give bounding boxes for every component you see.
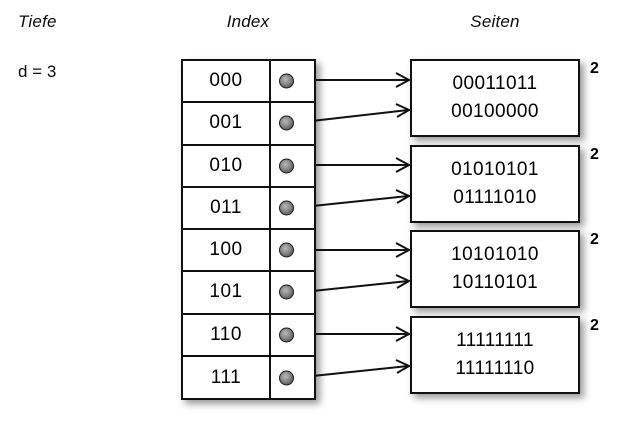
pointer-dot-icon (279, 200, 294, 216)
index-key: 011 (183, 187, 271, 228)
arrow-111-to-page-4 (302, 365, 409, 378)
index-row[interactable]: 001 (183, 103, 314, 146)
index-pointer-cell[interactable] (271, 61, 314, 101)
arrowhead-011 (395, 189, 412, 204)
index-table: 000 001 010 011 100 101 110 111 (181, 59, 316, 400)
index-row[interactable]: 100 (183, 230, 314, 273)
index-pointer-cell[interactable] (271, 315, 314, 355)
index-pointer-cell[interactable] (271, 230, 314, 270)
index-pointer-cell[interactable] (271, 146, 314, 186)
arrow-001-to-page-1 (302, 109, 409, 123)
pointer-dot-icon (279, 370, 294, 386)
arrowhead-001 (395, 103, 412, 118)
index-row[interactable]: 011 (183, 187, 314, 230)
page-record-count: 2 (590, 317, 599, 334)
index-key: 100 (183, 230, 271, 271)
index-key: 001 (183, 103, 271, 144)
pointer-dot-icon (279, 284, 294, 300)
page-record: 00011011 (452, 73, 538, 95)
index-row[interactable]: 101 (183, 272, 314, 315)
arrowhead-101 (395, 274, 412, 289)
pages-column-heading: Seiten (470, 12, 520, 31)
pointer-dot-icon (279, 115, 294, 131)
index-row[interactable]: 110 (183, 314, 314, 357)
index-row[interactable]: 010 (183, 145, 314, 188)
page-box[interactable]: 00011011 00100000 (410, 59, 580, 137)
page-record: 00100000 (451, 101, 539, 122)
page-box[interactable]: 11111111 11111110 (410, 316, 580, 394)
arrow-011-to-page-2 (302, 195, 409, 208)
index-pointer-cell[interactable] (271, 357, 314, 399)
page-box[interactable]: 01010101 01111010 (410, 145, 580, 223)
arrow-101-to-page-3 (302, 280, 409, 293)
index-key: 010 (183, 145, 271, 186)
page-record: 01010101 (451, 159, 539, 181)
pointer-dot-icon (279, 327, 294, 343)
index-pointer-cell[interactable] (271, 188, 314, 228)
page-record: 10110101 (451, 272, 539, 293)
arrowhead-111 (395, 359, 412, 374)
index-key: 111 (183, 356, 271, 399)
index-column-heading: Index (226, 12, 270, 31)
page-box[interactable]: 10101010 10110101 (410, 230, 580, 308)
pointer-dot-icon (279, 73, 294, 89)
index-key: 101 (183, 272, 271, 313)
page-record-count: 2 (590, 60, 599, 77)
page-record: 11111111 (456, 330, 534, 352)
page-record-count: 2 (590, 146, 599, 163)
page-record: 11111110 (455, 358, 535, 379)
depth-value-label: d = 3 (18, 62, 57, 81)
index-pointer-cell[interactable] (271, 103, 314, 143)
arrowhead-110 (395, 326, 412, 342)
index-row[interactable]: 111 (183, 356, 314, 399)
page-record: 01111010 (453, 187, 537, 208)
index-key: 110 (183, 314, 271, 355)
page-record: 10101010 (451, 244, 539, 266)
pointer-dot-icon (279, 158, 294, 174)
arrowhead-100 (395, 242, 412, 258)
arrowhead-010 (395, 157, 412, 173)
depth-column-heading: Tiefe (18, 12, 57, 31)
index-row[interactable]: 000 (183, 61, 314, 104)
arrowhead-000 (395, 72, 412, 88)
index-pointer-cell[interactable] (271, 272, 314, 312)
pointer-dot-icon (279, 242, 294, 258)
index-key: 000 (183, 61, 271, 102)
page-record-count: 2 (590, 231, 599, 248)
